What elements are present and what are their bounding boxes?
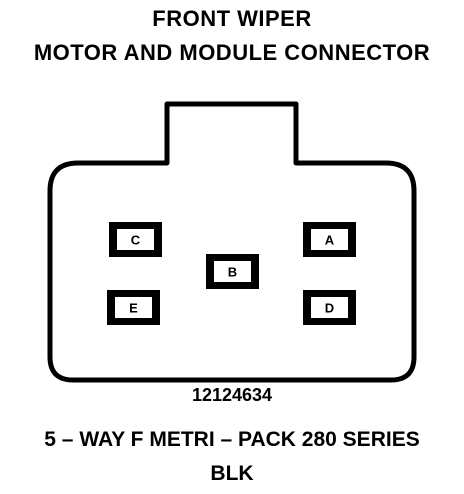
connector-color: BLK: [210, 462, 254, 485]
diagram-title-line-2: MOTOR AND MODULE CONNECTOR: [33, 40, 431, 65]
terminal-c: C: [109, 222, 162, 257]
terminal-d-label: D: [325, 301, 334, 316]
connector-series: 5 – WAY F METRI – PACK 280 SERIES: [44, 428, 420, 451]
terminal-d: D: [303, 290, 356, 325]
part-number: 12124634: [191, 385, 273, 405]
terminal-b-inner: [214, 261, 251, 282]
terminal-b: B: [206, 254, 259, 289]
connector-housing: [47, 101, 417, 383]
diagram-title-line-1: FRONT WIPER: [152, 6, 312, 31]
terminal-b-label: B: [228, 265, 237, 280]
terminal-e: E: [107, 290, 160, 325]
terminal-e-inner: [115, 297, 152, 318]
terminal-a: A: [303, 222, 356, 257]
terminal-d-inner: [311, 297, 348, 318]
terminal-c-inner: [117, 229, 154, 250]
terminal-a-label: A: [325, 233, 335, 248]
terminal-c-label: C: [131, 233, 141, 248]
terminal-a-inner: [311, 229, 348, 250]
terminal-e-label: E: [129, 301, 138, 316]
